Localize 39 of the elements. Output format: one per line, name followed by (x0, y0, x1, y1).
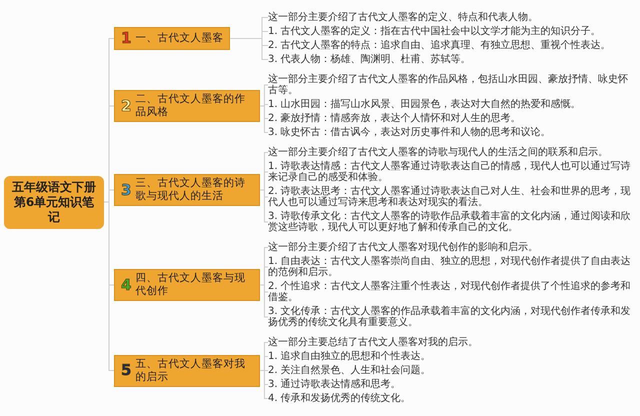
note-text: 2. 豪放抒情：情感奔放，表达个人情怀和对人生的思考。 (268, 113, 636, 124)
section-number: 2 (121, 98, 132, 114)
note-text: 1. 追求自由独立的思想和个性表达。 (268, 351, 636, 362)
note-text: 1. 古代文人墨客的定义：指在古代中国社会中以文学才能为主的知识分子。 (268, 26, 636, 37)
root-topic-box: 五年级语文下册第6单元知识笔记 (4, 176, 104, 228)
topic-box (114, 269, 260, 301)
section-title: 一、古代文人墨客 (135, 32, 224, 45)
note-text: 3. 咏史怀古：借古讽今，表达对历史事件和人物的思考和议论。 (268, 127, 636, 138)
topic-box (114, 354, 260, 386)
section-number: 4 (121, 276, 132, 294)
note-text: 这一部分主要介绍了古代文人墨客对现代创作的影响和启示。 (268, 242, 636, 253)
note-text: 这一部分主要总结了古代文人墨客对我的启示。 (268, 337, 636, 348)
section-number: 5 (121, 362, 132, 379)
note-text: 3. 通过诗歌表达情感和思考。 (268, 379, 636, 390)
note-text: 3. 诗歌传承文化：古代文人墨客的诗歌作品承载着丰富的文化内涵，通过阅读和欣赏这些诗歌，现代人可以更好地了解和传承自己的文化。 (268, 211, 636, 233)
section-title: 二、古代文人墨客的作品风格 (135, 93, 246, 119)
note-text: 2. 诗歌表达思考：古代文人墨客通过诗歌表达自己对人生、社会和世界的思考，现代人也可以通过写诗来思考和表达对现实的看法。 (268, 186, 636, 208)
note-text: 3. 代表人物：杨雄、陶渊明、杜甫、苏轼等。 (268, 54, 636, 65)
note-text: 这一部分主要介绍了古代文人墨客的诗歌与现代人的生活之间的联系和启示。 (268, 147, 636, 158)
note-text: 3. 文化传承：古代文人墨客的作品承载着丰富的文化内涵，对现代创作者传承和发扬优秀的传统文化具有重要意义。 (268, 306, 636, 328)
section-number: 3 (121, 182, 132, 198)
note-text: 1. 山水田园：描写山水风景、田园景色，表达对大自然的热爱和感慨。 (268, 99, 636, 110)
note-text: 2. 古代文人墨客的特点：追求自由、追求真理、有独立思想、重视个性表达。 (268, 40, 636, 51)
note-text: 2. 个性追求：古代文人墨客注重个性表达，对现代创作者提供了个性追求的参考和借鉴。 (268, 281, 636, 303)
connector-line (230, 38, 268, 60)
note-text: 1. 自由表达：古代文人墨客崇尚自由、独立的思想，对现代创作者提供了自由表达的范例和启示。 (268, 256, 636, 278)
note-text: 这一部分主要介绍了古代文人墨客的作品风格，包括山水田园、豪放抒情、咏史怀古等。 (268, 74, 636, 96)
section-title: 三、古代文人墨客的诗歌与现代人的生活 (135, 177, 246, 203)
note-text: 4. 传承和发扬优秀的传统文化。 (268, 393, 636, 404)
note-text: 1. 诗歌表达情感：古代文人墨客通过诗歌表达自己的情感，现代人也可以通过写诗来记录自己的感受和体验。 (268, 161, 636, 183)
connector-line (104, 202, 114, 371)
topic-box (114, 27, 230, 50)
note-text: 2. 关注自然景色、人生和社会问题。 (268, 365, 636, 376)
topic-box (114, 90, 260, 122)
section-title: 五、古代文人墨客对我的启示 (135, 358, 246, 384)
topic-box (114, 174, 260, 206)
note-text: 这一部分主要介绍了古代文人墨客的定义、特点和代表人物。 (268, 12, 636, 23)
section-title: 四、古代文人墨客与现代创作 (135, 272, 246, 298)
section-number: 1 (121, 30, 132, 47)
